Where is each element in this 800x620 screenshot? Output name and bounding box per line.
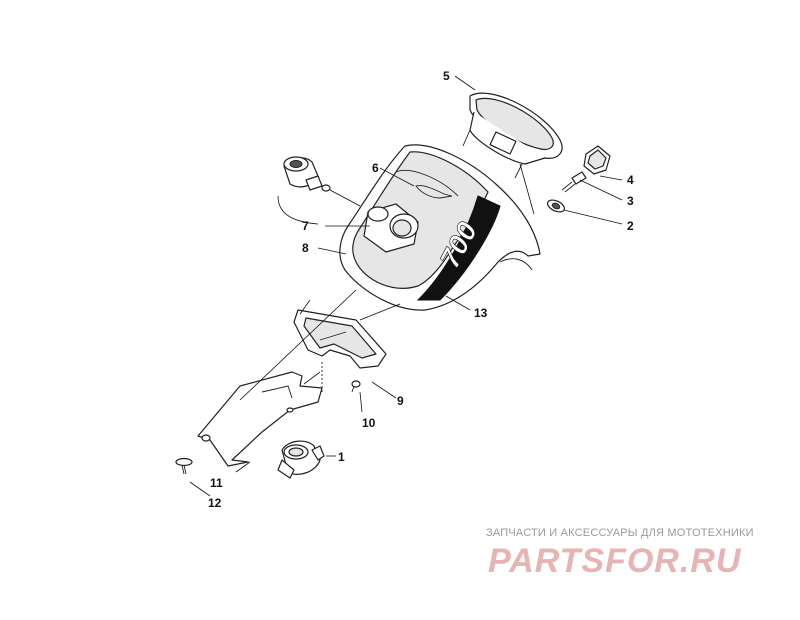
callout-5: 5: [443, 69, 450, 83]
part-1-switch[interactable]: [277, 440, 325, 479]
callout-1: 1: [338, 450, 345, 464]
callout-3: 3: [627, 194, 634, 208]
callout-7: 7: [302, 219, 309, 233]
part-7-socket[interactable]: [363, 203, 419, 253]
callout-11: 11: [210, 476, 223, 490]
part-2-ignition-switch[interactable]: [546, 198, 567, 215]
part-4-key-head[interactable]: [583, 145, 611, 175]
leader-lines: [189, 75, 623, 497]
part-7-power-socket[interactable]: [283, 156, 331, 192]
part-12-screw[interactable]: [175, 457, 193, 475]
part-8-instrument-cover[interactable]: [339, 144, 541, 311]
callout-8: 8: [302, 241, 309, 255]
callout-labels: 5 4 3 2 6 7 8 13 9 10 1 11 12: [208, 69, 634, 510]
callout-4: 4: [627, 173, 634, 187]
callout-9: 9: [397, 394, 404, 408]
part-13-side-decal[interactable]: 700: [416, 195, 501, 301]
part-6-logo-decal[interactable]: [415, 185, 453, 199]
callout-6: 6: [372, 161, 379, 175]
part-5-gauge[interactable]: [462, 92, 563, 179]
callout-2: 2: [627, 219, 634, 233]
part-9-clip[interactable]: [293, 309, 387, 369]
watermark-logo: PARTSFOR.RU: [488, 542, 742, 580]
part-3-key[interactable]: [561, 171, 587, 193]
part-11-bracket[interactable]: [197, 371, 323, 467]
callout-10: 10: [362, 416, 376, 430]
part-10-screw[interactable]: [351, 380, 361, 393]
watermark-caption: ЗАПЧАСТИ И АКСЕССУАРЫ ДЛЯ МОТОТЕХНИКИ: [486, 527, 754, 539]
callout-13: 13: [474, 306, 488, 320]
callout-12: 12: [208, 496, 222, 510]
